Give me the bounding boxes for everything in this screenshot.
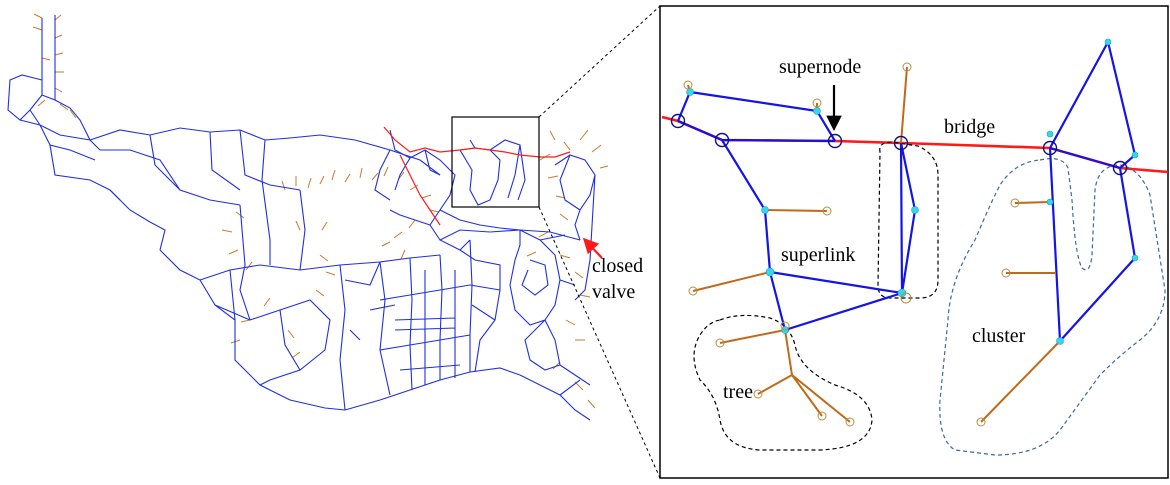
detail-panel-frame bbox=[659, 5, 1169, 479]
pipe-network bbox=[7, 15, 596, 421]
tree-label: tree bbox=[723, 381, 753, 403]
detail-panel: supernode bridge superlink cluster tree bbox=[659, 5, 1169, 479]
network-overview: closed valve bbox=[7, 13, 643, 421]
zoom-leaves bbox=[683, 62, 1020, 427]
closed-valve-label-line1: closed bbox=[592, 255, 643, 277]
zoom-nodes bbox=[686, 38, 1139, 345]
bridge-label: bridge bbox=[944, 116, 995, 138]
red-arrow-icon bbox=[582, 237, 603, 259]
bridge-line-overview bbox=[383, 126, 571, 226]
zoom-connector-bottom bbox=[538, 206, 661, 479]
supernodes bbox=[670, 113, 1128, 176]
superlink-label: superlink bbox=[781, 244, 855, 266]
zoom-box bbox=[451, 116, 540, 208]
superlink-outline bbox=[877, 141, 939, 299]
service-lines bbox=[32, 13, 609, 409]
cluster-outline bbox=[939, 158, 1166, 456]
zoom-connector-top bbox=[538, 5, 661, 118]
cluster-label: cluster bbox=[972, 325, 1026, 347]
supernode-label: supernode bbox=[779, 56, 861, 78]
closed-valve-label-line2: valve bbox=[592, 281, 635, 303]
